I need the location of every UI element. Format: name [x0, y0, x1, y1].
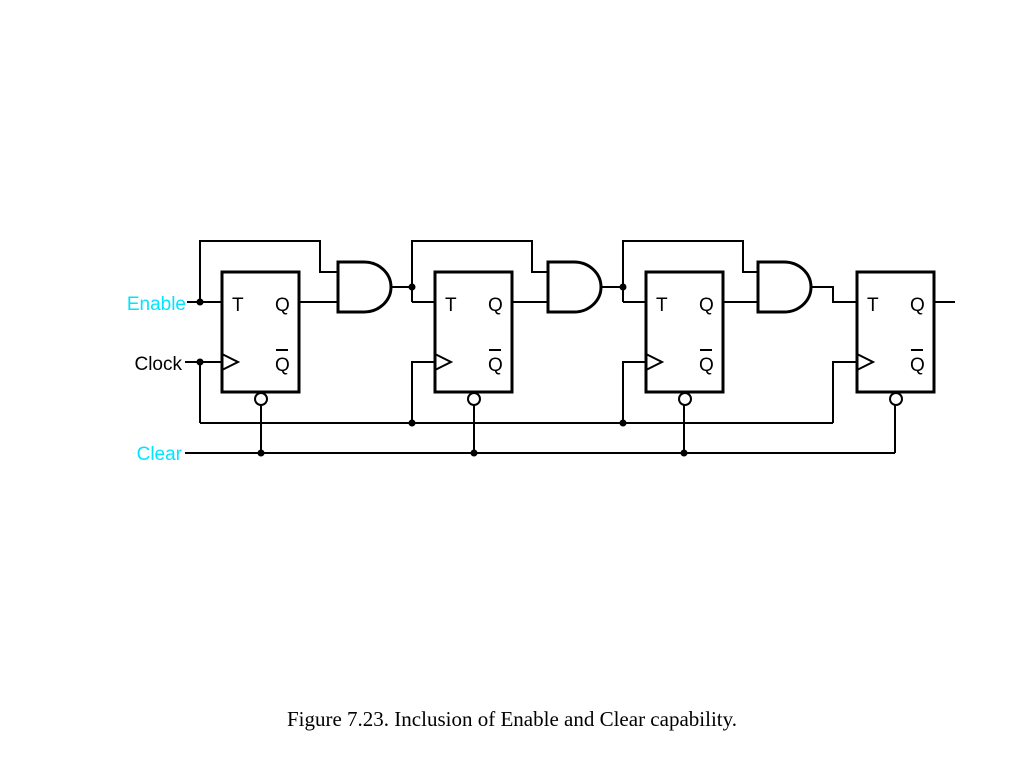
flip-flop-body [433, 270, 514, 394]
clock-to-ff3 [622, 361, 646, 423]
pin-t-label: T [232, 295, 244, 316]
junction-dot [619, 283, 627, 291]
gate-2-to-gate-3 [622, 240, 758, 287]
flip-flops: T Q Q T Q Q T Q Q T Q Q [220, 270, 936, 406]
clear-bubble-icon [254, 392, 268, 406]
clear-bubble-icon [678, 392, 692, 406]
flip-flop-1: T Q Q [220, 270, 301, 406]
junction-dot [470, 449, 478, 457]
and-gate-2 [546, 260, 603, 314]
flip-flop-4: T Q Q [855, 270, 936, 406]
clock-to-ff4 [832, 361, 857, 423]
pin-t-label: T [445, 295, 457, 316]
pin-q-bar-label: Q [275, 355, 290, 376]
clock-triangle-icon [856, 353, 876, 371]
clock-label: Clock [134, 354, 182, 375]
gate-3-to-ff4-t [811, 286, 857, 303]
junction-dot [257, 449, 265, 457]
and-gates [336, 260, 813, 314]
clear-label: Clear [137, 444, 183, 465]
junction-dots [196, 283, 688, 457]
wires [185, 240, 955, 454]
pin-q-bar-label: Q [488, 355, 503, 376]
enable-to-gate-1 [199, 240, 338, 302]
pin-q-label: Q [275, 295, 290, 316]
enable-label: Enable [127, 294, 186, 315]
clock-triangle-icon [645, 353, 665, 371]
flip-flop-2: T Q Q [433, 270, 514, 406]
figure-caption: Figure 7.23. Inclusion of Enable and Cle… [286, 707, 737, 731]
pin-q-label: Q [699, 295, 714, 316]
flip-flop-3: T Q Q [644, 270, 725, 406]
flip-flop-body [855, 270, 936, 394]
pin-t-label: T [867, 295, 879, 316]
junction-dot [196, 298, 204, 306]
and-gate-1 [336, 260, 393, 314]
pin-q-bar-label: Q [699, 355, 714, 376]
junction-dot [680, 449, 688, 457]
clear-bubble-icon [467, 392, 481, 406]
gate-1-to-gate-2 [411, 240, 548, 287]
pin-q-label: Q [910, 295, 925, 316]
junction-dot [408, 419, 416, 427]
clock-triangle-icon [434, 353, 454, 371]
flip-flop-body [644, 270, 725, 394]
junction-dot [619, 419, 627, 427]
pin-t-label: T [656, 295, 668, 316]
flip-flop-body [220, 270, 301, 394]
clear-bubble-icon [889, 392, 903, 406]
pin-q-bar-label: Q [910, 355, 925, 376]
clock-triangle-icon [221, 353, 241, 371]
pin-q-label: Q [488, 295, 503, 316]
clock-to-ff2 [411, 361, 435, 423]
and-gate-3 [756, 260, 813, 314]
junction-dot [408, 283, 416, 291]
junction-dot [196, 358, 204, 366]
